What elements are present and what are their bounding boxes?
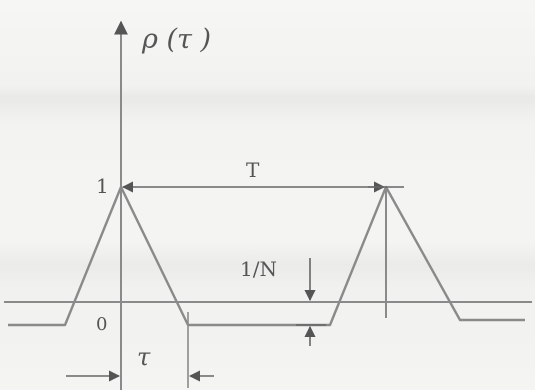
width-label: τ (137, 343, 151, 371)
peak-label: 1 (96, 174, 109, 198)
correlation-waveform (8, 185, 525, 327)
y-axis-label: ρ (τ ) (141, 24, 211, 55)
origin-label: 0 (96, 314, 107, 335)
floor-label: 1/N (240, 257, 277, 281)
period-label: T (246, 158, 260, 182)
